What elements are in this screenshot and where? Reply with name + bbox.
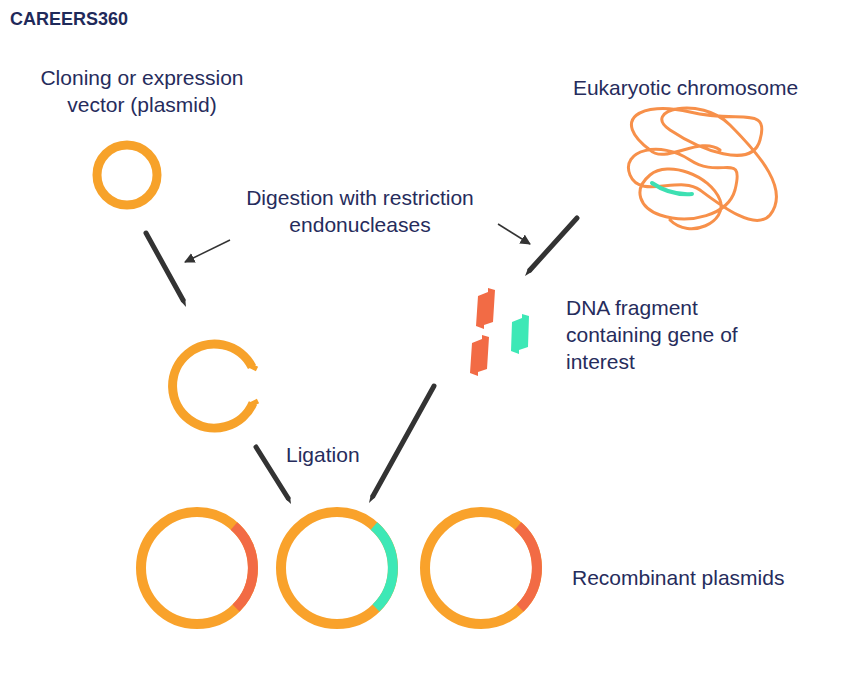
line-tips: [181, 268, 532, 504]
pointer-arrow: [498, 224, 530, 244]
recombinant-plasmid: [141, 512, 537, 624]
process-lines: [146, 218, 577, 498]
chromosome: [628, 108, 776, 229]
chromosome-label: Eukaryotic chromosome: [572, 74, 799, 101]
cut-plasmid: [173, 344, 253, 428]
dna-fragments: [470, 288, 529, 376]
plasmid: [97, 145, 157, 205]
watermark: CAREERS360: [10, 8, 130, 30]
pointer-arrow: [185, 240, 230, 262]
vector-label: Cloning or expression vector (plasmid): [17, 64, 267, 118]
gene-of-interest: [652, 183, 692, 194]
result-label: Recombinant plasmids: [572, 564, 786, 591]
fragment-label: DNA fragment containing gene of interest: [566, 294, 766, 375]
step-label: Ligation: [286, 441, 361, 468]
sticky-ends: [249, 365, 258, 405]
step-label: Digestion with restriction endonucleases: [215, 184, 505, 238]
